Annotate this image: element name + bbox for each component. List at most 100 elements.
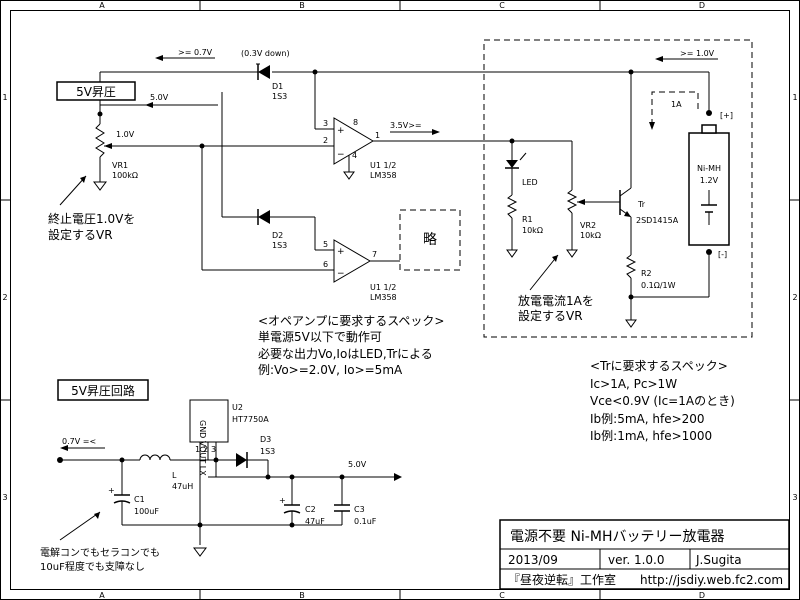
boost-label: 5V昇圧: [76, 85, 116, 99]
frame-column-markers: A B C D A B C D: [99, 0, 705, 600]
ground-icon-r1: [506, 249, 518, 258]
diode-d3: [236, 452, 248, 468]
r2-label: R2: [641, 269, 652, 278]
vr2-label: VR2: [580, 221, 596, 230]
l-value: 47uH: [172, 482, 193, 491]
arrow-out-icon: [394, 473, 402, 481]
col-b-bottom: B: [299, 591, 305, 600]
col-a-bottom: A: [99, 591, 105, 600]
r1-resistor: [506, 194, 518, 219]
opamp-spec-3: 例:Vo>=2.0V, Io>=5mA: [258, 363, 403, 377]
arrow-left-bat-icon: [655, 56, 663, 62]
title-lab: 『昼夜逆転』工作室: [508, 572, 616, 587]
arrow-left-icon: [155, 55, 163, 61]
d2-type: 1S3: [272, 241, 287, 250]
svg-text:−: −: [337, 150, 345, 160]
vr1-value: 100kΩ: [112, 171, 138, 180]
c2-label: C2: [305, 505, 316, 514]
arrow-in-icon: [60, 445, 68, 451]
note-cap-line1: 電解コンでもセラコンでも: [40, 546, 160, 559]
ground-icon-boost: [193, 547, 207, 557]
col-d-top: D: [699, 1, 705, 10]
note-vr2-line1: 放電電流1Aを: [518, 293, 594, 308]
note-vr1-line2: 設定するVR: [48, 227, 113, 242]
c1-label: C1: [134, 495, 145, 504]
label-ge10: >= 1.0V: [680, 49, 715, 58]
row-1-right: 1: [792, 93, 797, 102]
label-50v: 5.0V: [150, 93, 169, 102]
l-label: L: [172, 471, 177, 480]
r2-resistor: [625, 254, 637, 279]
u2-pin1: 1: [195, 445, 200, 454]
label-10v: 1.0V: [116, 130, 135, 139]
tr-spec-4: Ib例:1mA, hfe>1000: [590, 429, 712, 443]
c1-value: 100uF: [134, 507, 159, 516]
tr-spec-1: Ic>1A, Pc>1W: [590, 377, 677, 391]
led-label: LED: [522, 178, 538, 187]
diode-d1: [256, 63, 270, 80]
u1b-label: U1 1/2: [370, 283, 396, 292]
row-2-right: 2: [792, 293, 797, 302]
d3-type: 1S3: [260, 447, 275, 456]
d3-label: D3: [260, 435, 271, 444]
u1a-pin1: 1: [375, 131, 380, 140]
svg-text:+: +: [279, 496, 286, 505]
svg-text:−: −: [337, 269, 345, 279]
opamp-spec-title: <オペアンプに要求するスペック>: [258, 314, 444, 328]
row-1-left: 1: [2, 93, 7, 102]
u1a-type: LM358: [370, 171, 397, 180]
diode-d2: [257, 209, 270, 225]
wiper-arrow-icon: [104, 143, 112, 149]
u1a-pin4: 4: [352, 151, 357, 160]
label-in07: 0.7V =<: [62, 437, 96, 446]
vr1-resistor: [95, 123, 105, 158]
title-block: 電源不要 Ni-MHバッテリー放電器 2013/09 ver. 1.0.0 J.…: [499, 519, 790, 590]
d2-label: D2: [272, 231, 283, 240]
u1a-pin2: 2: [323, 136, 328, 145]
vr2-value: 10kΩ: [580, 231, 601, 240]
r1-value: 10kΩ: [522, 226, 543, 235]
note-vr2-line2: 設定するVR: [518, 308, 583, 323]
label-drop: (0.3V down): [241, 49, 290, 58]
boost-title-box: [57, 379, 149, 401]
row-3-left: 3: [2, 493, 7, 502]
boost-label-box: [56, 81, 136, 101]
inductor-l: [139, 454, 171, 461]
tr-label: Tr: [637, 200, 646, 209]
label-ge07: >= 0.7V: [178, 48, 213, 57]
vr2-resistor: [566, 189, 578, 214]
col-b-top: B: [299, 1, 305, 10]
d1-label: D1: [272, 82, 283, 91]
omitted-box: [399, 209, 461, 271]
current-path: [651, 91, 699, 125]
c3-label: C3: [354, 505, 365, 514]
r1-label: R1: [522, 215, 533, 224]
battery-plus: [+]: [720, 111, 733, 120]
u2-pins: GND VOUT LX: [198, 420, 207, 476]
current-arrow-icon: [649, 122, 655, 130]
ground-icon: [93, 181, 107, 191]
omitted-label: 略: [423, 232, 437, 248]
inner-frame: [10, 10, 790, 590]
battery-voltage: 1.2V: [700, 176, 719, 185]
label-out35: 3.5V>=: [390, 121, 422, 130]
col-c-bottom: C: [499, 591, 505, 600]
c2-value: 47uF: [305, 517, 325, 526]
title-text: 電源不要 Ni-MHバッテリー放電器: [510, 529, 724, 545]
row-2-left: 2: [2, 293, 7, 302]
title-url: http://jsdiy.web.fc2.com: [640, 573, 783, 587]
u1a-pin3: 3: [323, 119, 328, 128]
u2-pin3: 3: [211, 445, 216, 454]
note-cap-line2: 10uF程度でも支障なし: [40, 560, 145, 573]
opamp-spec-1: 単電源5V以下で動作可: [258, 330, 382, 344]
svg-text:+: +: [337, 247, 345, 257]
svg-text:+: +: [337, 126, 345, 136]
u1b-pin7: 7: [372, 250, 377, 259]
ground-icon-u1a: [343, 171, 355, 180]
boost-title: 5V昇圧回路: [71, 383, 135, 398]
u2-pin2: 2: [203, 445, 208, 454]
svg-text:+: +: [108, 486, 115, 495]
title-author: J.Sugita: [695, 553, 742, 567]
